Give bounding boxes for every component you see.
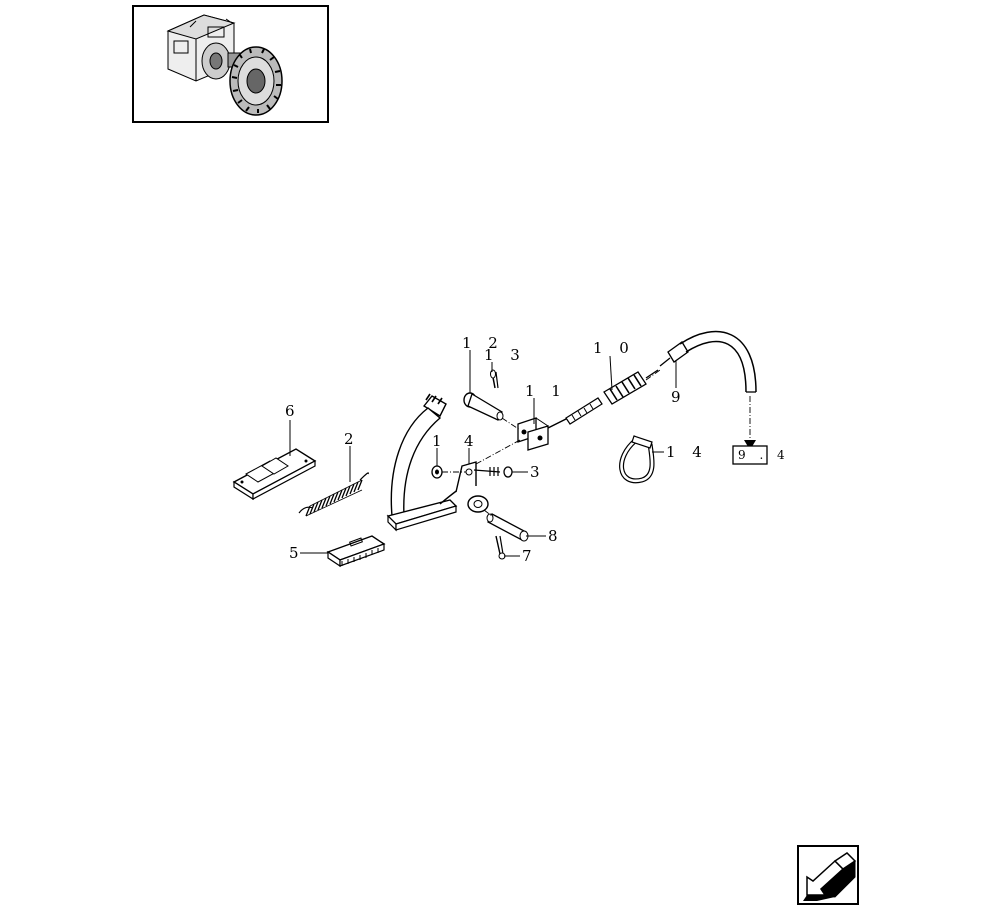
callout-4: 4	[464, 432, 480, 450]
part-6-pedal-plate	[232, 448, 317, 501]
callout-14: 1 4	[666, 443, 708, 461]
callout-2: 2	[344, 430, 360, 448]
part-9-brake-cable	[659, 330, 757, 393]
back-arrow-icon	[803, 852, 857, 901]
callout-3: 3	[530, 463, 546, 481]
callout-9: 9	[671, 388, 687, 406]
cross-reference[interactable]: 9 . 4	[732, 445, 790, 465]
part-8-pivot-pin	[486, 513, 529, 542]
callout-11: 1 1	[525, 382, 567, 400]
back-navigation-button[interactable]	[797, 845, 859, 905]
reference-box[interactable]	[732, 445, 768, 465]
callout-8: 8	[548, 527, 564, 545]
part-1-nut	[431, 465, 443, 479]
part-11-clevis	[517, 417, 549, 451]
part-3-bolt	[473, 466, 513, 478]
callout-6: 6	[285, 402, 301, 420]
callout-7: 7	[522, 547, 538, 565]
callout-1: 1	[432, 432, 448, 450]
reference-suffix: 4	[777, 448, 790, 462]
callout-leaders	[289, 350, 677, 557]
callout-13: 1 3	[484, 346, 526, 364]
reference-arrowhead	[744, 440, 756, 450]
part-13-split-pin	[490, 369, 499, 389]
tractor-axle-assembly-icon	[166, 14, 283, 116]
callout-5: 5	[289, 544, 305, 562]
part-10-cable-adjuster	[547, 369, 659, 429]
part-12-clevis-pin	[463, 392, 504, 421]
callout-10: 1 0	[593, 339, 635, 357]
assembly-centerlines	[442, 369, 751, 517]
part-5-pedal-rubber	[326, 535, 386, 568]
callout-12: 1 2	[462, 334, 504, 352]
assembly-thumbnail	[132, 5, 329, 123]
brake-pedal-lever	[386, 393, 489, 532]
part-14-cable-clip	[619, 435, 655, 484]
part-2-return-spring	[298, 472, 369, 517]
part-7-split-pin	[495, 535, 506, 560]
reference-box-text: 9 .	[738, 448, 768, 462]
